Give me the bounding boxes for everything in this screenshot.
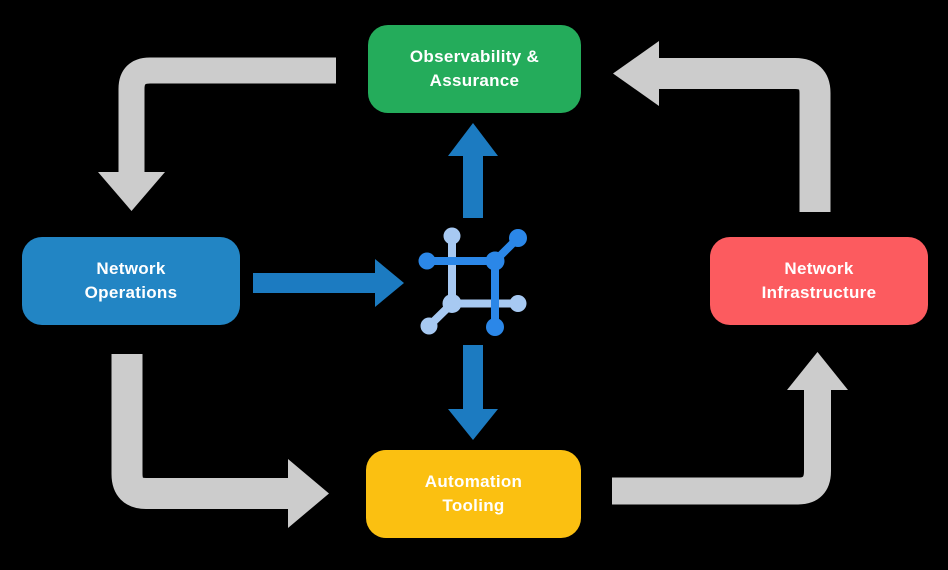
node-automation-tooling-label: Automation Tooling <box>424 472 523 515</box>
arrow-infrastructure-to-observability <box>613 41 831 212</box>
arrow-operations-to-center <box>253 259 404 307</box>
arrow-center-to-tooling <box>448 345 498 440</box>
node-network-operations-label: Network Operations <box>84 259 178 302</box>
node-network-infrastructure: Network Infrastructure <box>710 237 928 325</box>
network-fabric-icon <box>418 227 527 336</box>
node-network-operations: Network Operations <box>22 237 240 325</box>
node-observability-assurance-label: Observability & Assurance <box>409 47 540 90</box>
arrow-observability-to-operations <box>98 57 336 211</box>
arrow-operations-to-tooling <box>111 354 329 528</box>
node-network-infrastructure-label: Network Infrastructure <box>761 259 877 302</box>
node-observability-assurance: Observability & Assurance <box>368 25 581 113</box>
arrow-tooling-to-infrastructure <box>612 352 848 505</box>
arrow-center-to-observability <box>448 123 498 218</box>
node-automation-tooling: Automation Tooling <box>366 450 581 538</box>
